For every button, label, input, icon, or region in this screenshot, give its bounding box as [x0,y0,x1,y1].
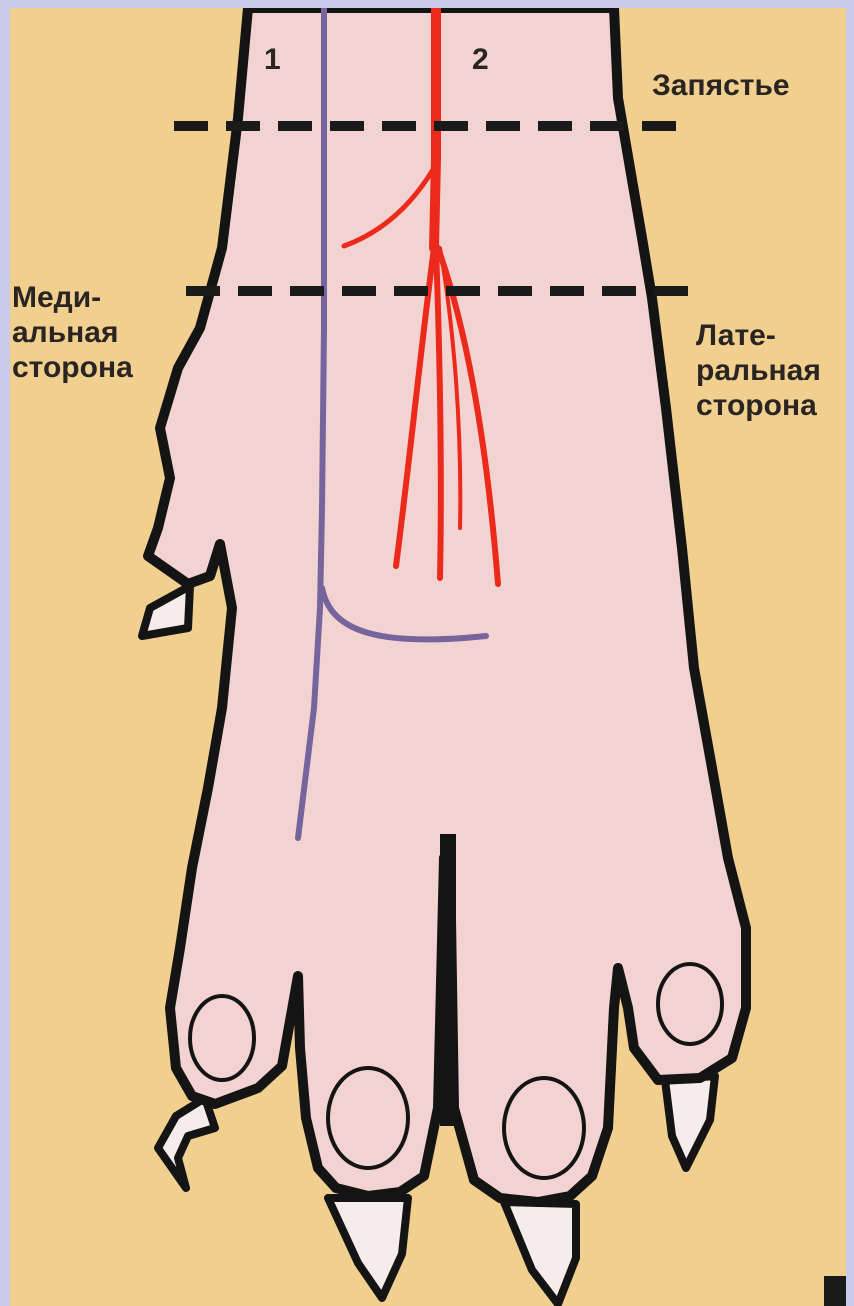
lateral-line-2: ральная [696,353,821,388]
pad-digit-1 [190,996,254,1080]
claw-digit-4 [665,1076,715,1168]
medial-side-label: Меди- альная сторона [12,280,133,385]
claw-digit-1 [158,1098,215,1188]
page-corner-mark [824,1276,846,1306]
wrist-label: Запястье [652,68,790,103]
digit-split [440,834,456,1126]
claw-digit-2 [328,1198,408,1298]
paw-diagram [10,8,846,1306]
lateral-line-3: сторона [696,388,821,423]
medial-line-2: альная [12,315,133,350]
claw-digit-3 [504,1202,576,1304]
lateral-line-1: Лате- [696,318,821,353]
vein-number-label: 1 [264,42,281,77]
medial-line-3: сторона [12,350,133,385]
claw-dewclaw [142,586,190,636]
artery-number-label: 2 [472,42,489,77]
pad-digit-3 [504,1078,584,1178]
pad-digit-4 [658,964,722,1044]
lateral-side-label: Лате- ральная сторона [696,318,821,423]
pad-digit-2 [328,1068,408,1168]
medial-line-1: Меди- [12,280,133,315]
diagram-page: 1 2 Запястье Меди- альная сторона Лате- … [10,8,846,1306]
